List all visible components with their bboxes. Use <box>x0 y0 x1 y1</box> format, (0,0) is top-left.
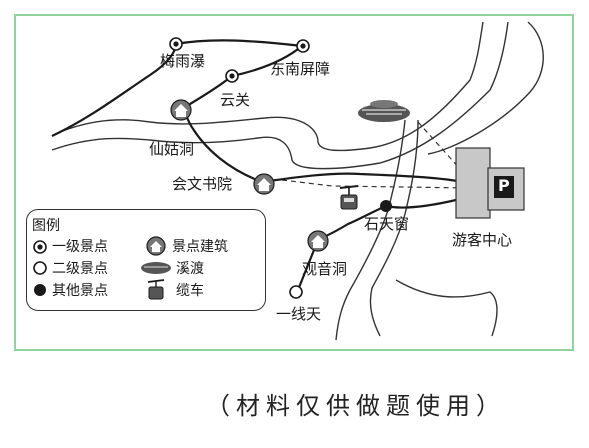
building-icon-xiangu <box>170 99 192 121</box>
legend-building-label: 景点建筑 <box>172 239 228 255</box>
legend-ferry-label: 溪渡 <box>176 261 204 277</box>
other-spot-shitian <box>380 200 392 212</box>
legend-building-symbol <box>146 236 166 256</box>
first-class-spot-meiyu <box>169 37 183 51</box>
parking-sign <box>494 176 514 198</box>
label-xiangu-cave: 仙姑洞 <box>149 140 195 158</box>
cable-car-icon-map <box>339 185 359 210</box>
river-south-east-edge <box>369 119 419 337</box>
label-shitian-window: 石天窗 <box>364 215 410 233</box>
label-dongnan-pingzhang: 东南屏障 <box>270 60 331 78</box>
legend-cable-car-label: 缆车 <box>176 283 204 299</box>
legend-first-class-symbol <box>33 240 47 254</box>
cable-car-line <box>281 179 473 189</box>
legend-ferry-symbol <box>141 262 171 274</box>
ferry-icon-map <box>358 100 410 122</box>
caption-note: （材料仅供做题使用） <box>206 392 506 420</box>
label-visitor-center: 游客中心 <box>452 231 513 249</box>
label-huiwen-academy: 会文书院 <box>172 175 233 193</box>
river-south-west-edge <box>335 119 406 341</box>
label-meiyu-waterfall: 梅雨瀑 <box>160 52 206 70</box>
stream-lower-edge <box>51 21 509 170</box>
parking-label: P <box>498 176 510 195</box>
legend-first-class-label: 一级景点 <box>52 239 108 255</box>
label-yixiantian: 一线天 <box>276 305 322 323</box>
legend-cable-car-symbol <box>147 279 165 300</box>
first-class-spot-yunguan <box>225 69 239 83</box>
tour-route <box>51 39 476 291</box>
legend-second-class-symbol <box>33 261 47 275</box>
label-guanyin-cave: 观音洞 <box>302 260 348 278</box>
building-icon-huiwen <box>253 173 275 195</box>
legend-other-spot-symbol <box>34 284 46 296</box>
legend-second-class-label: 二级景点 <box>52 261 108 277</box>
first-class-spot-dongnan <box>296 39 310 53</box>
building-icon-guanyin <box>307 230 329 252</box>
visitor-center-block-a <box>455 147 491 219</box>
legend-other-spot-label: 其他景点 <box>52 283 108 299</box>
east-ridge-line <box>427 21 544 155</box>
legend-box <box>26 209 266 311</box>
legend-title: 图例 <box>32 218 60 234</box>
second-class-spot-yixiantian <box>289 285 303 299</box>
label-yunguan: 云关 <box>220 91 251 109</box>
stream-upper-edge <box>59 21 484 152</box>
lake-edge <box>395 279 498 337</box>
